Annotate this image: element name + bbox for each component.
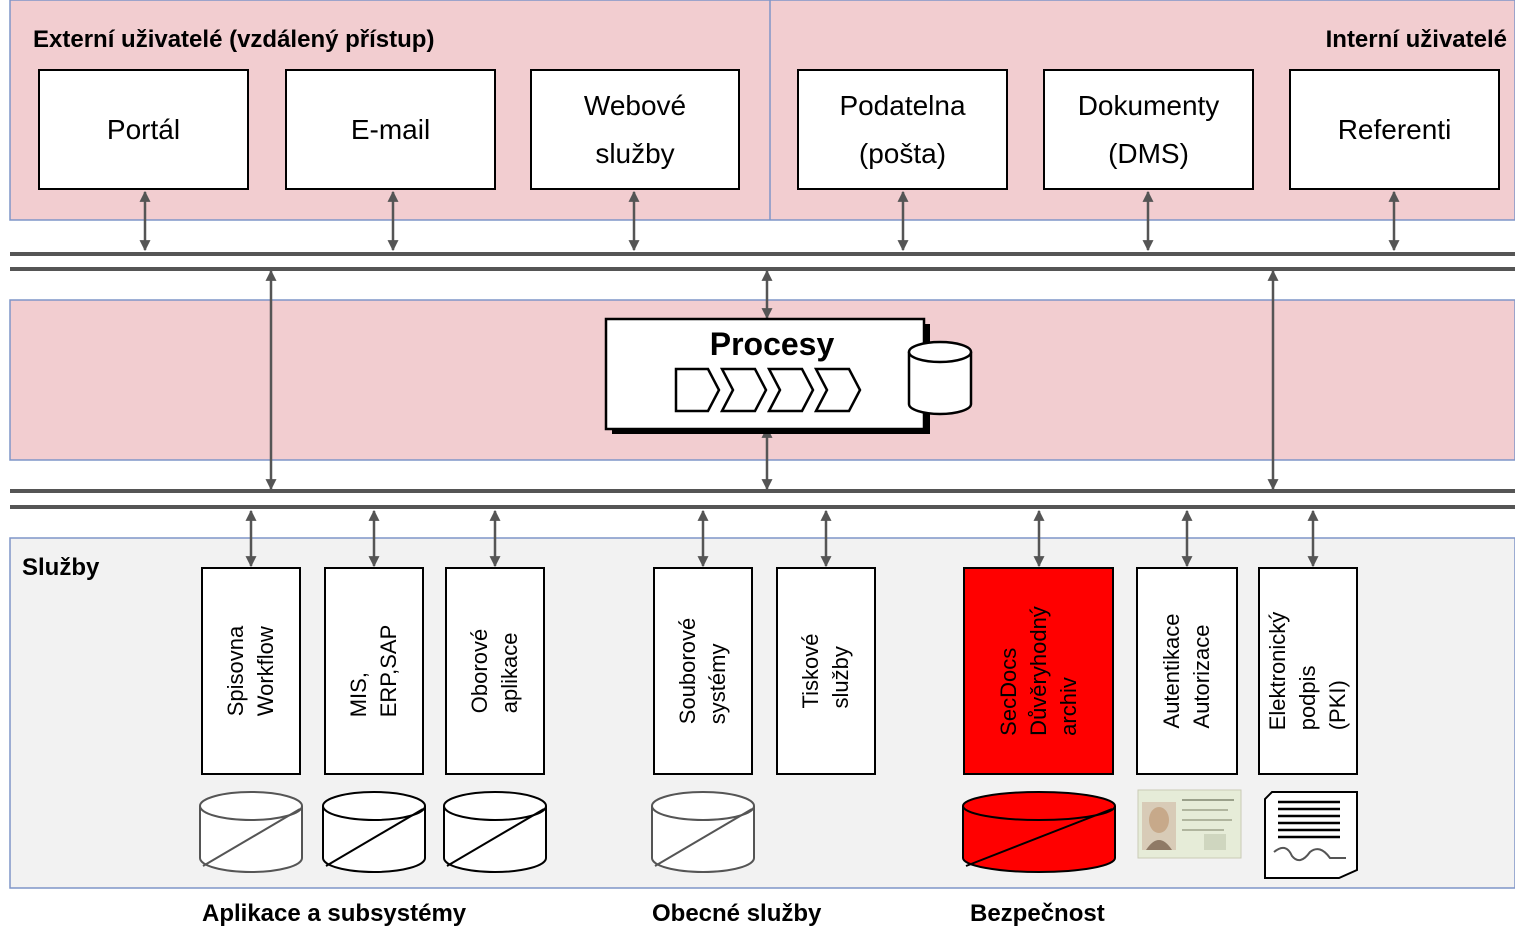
internal-users-title: Interní uživatelé xyxy=(1325,26,1507,53)
upper-bus xyxy=(10,252,1515,271)
documents-box: Dokumenty (DMS) xyxy=(1043,69,1254,190)
database-icon-oborove xyxy=(443,791,547,873)
email-label: E-mail xyxy=(350,113,431,145)
group-caption-security: Bezpečnost xyxy=(970,900,1105,927)
service-box-tiskove: Tiskové služby xyxy=(776,567,876,775)
service-label-tiskove: Tiskové služby xyxy=(798,633,853,709)
services-title: Služby xyxy=(22,554,100,581)
id-card-icon xyxy=(1137,789,1242,859)
database-icon-secdocs xyxy=(962,791,1116,873)
group-caption-applications: Aplikace a subsystémy xyxy=(202,900,467,927)
service-box-mis: MIS, ERP,SAP xyxy=(324,567,424,775)
portal-label: Portál xyxy=(106,113,181,145)
registry-box: Podatelna (pošta) xyxy=(797,69,1008,190)
external-users-title: Externí uživatelé (vzdálený přístup) xyxy=(33,26,435,53)
web-services-label: Webové služby xyxy=(583,89,687,169)
service-box-podpis: Elektronický podpis (PKI) xyxy=(1258,567,1358,775)
service-label-souborove: Souborové systémy xyxy=(675,617,730,725)
user-connectors xyxy=(139,190,1400,252)
database-icon-spisovna xyxy=(199,791,303,873)
service-label-mis: MIS, ERP,SAP xyxy=(346,624,401,718)
service-label-oborove: Oborové aplikace xyxy=(467,628,522,714)
bus-connectors xyxy=(265,269,1279,491)
database-icon-mis xyxy=(322,791,426,873)
service-connectors xyxy=(245,509,1319,568)
process-database-icon xyxy=(907,340,973,416)
clerks-box: Referenti xyxy=(1289,69,1500,190)
email-box: E-mail xyxy=(285,69,496,190)
process-title: Procesy xyxy=(709,326,835,362)
web-services-box: Webové služby xyxy=(530,69,740,190)
service-box-souborove: Souborové systémy xyxy=(653,567,753,775)
service-label-autentikace: Autentikace Autorizace xyxy=(1159,613,1214,729)
database-icon-souborove xyxy=(651,791,755,873)
portal-box: Portál xyxy=(38,69,249,190)
service-box-secdocs: SecDocs Důvěryhodný archiv xyxy=(963,567,1114,775)
service-box-autentikace: Autentikace Autorizace xyxy=(1136,567,1238,775)
service-box-oborove: Oborové aplikace xyxy=(445,567,545,775)
service-label-podpis: Elektronický podpis (PKI) xyxy=(1265,611,1350,731)
service-label-secdocs: SecDocs Důvěryhodný archiv xyxy=(995,606,1081,736)
process-chevrons xyxy=(674,367,862,413)
users-band xyxy=(9,0,1515,221)
process-box xyxy=(604,317,926,431)
documents-label: Dokumenty (DMS) xyxy=(1077,89,1220,169)
signed-document-icon xyxy=(1264,791,1358,879)
registry-label: Podatelna (pošta) xyxy=(839,89,966,169)
service-label-spisovna: Spisovna Workflow xyxy=(223,625,278,717)
lower-bus xyxy=(10,489,1515,509)
group-caption-general: Obecné služby xyxy=(652,900,822,927)
service-box-spisovna: Spisovna Workflow xyxy=(201,567,301,775)
clerks-label: Referenti xyxy=(1337,113,1452,145)
